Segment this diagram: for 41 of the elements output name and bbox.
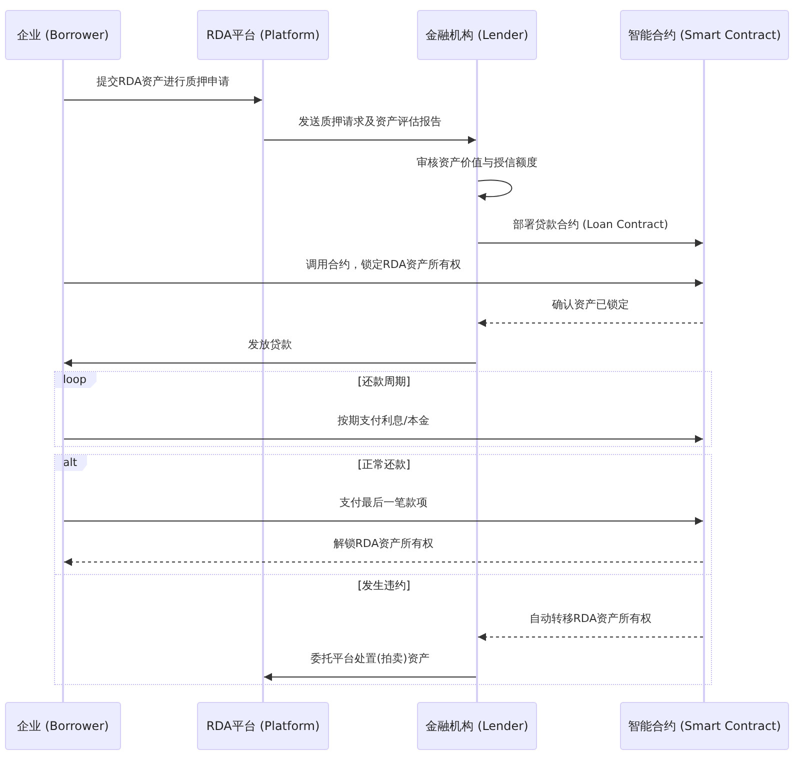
message-arrow <box>64 558 704 566</box>
message-arrow <box>264 673 476 681</box>
message-arrow <box>64 279 704 287</box>
fragment-tab: loop <box>55 372 96 388</box>
lifeline <box>262 60 264 702</box>
message-label: 部署贷款合约 (Loan Contract) <box>512 217 668 232</box>
message-label: 审核资产价值与授信额度 <box>416 155 538 170</box>
lifeline <box>62 60 64 702</box>
message-label: 确认资产已锁定 <box>552 297 629 312</box>
actor-box: RDA平台 (Platform) <box>197 702 329 750</box>
message-label: 委托平台处置(拍卖)资产 <box>310 651 430 666</box>
self-message-arrow <box>478 180 512 200</box>
message-arrow <box>64 435 704 443</box>
message-arrow <box>264 136 476 144</box>
message-label: 调用合约，锁定RDA资产所有权 <box>306 257 462 272</box>
message-label: 解锁RDA资产所有权 <box>333 536 434 551</box>
message-arrow <box>64 359 476 367</box>
message-arrow <box>478 633 704 641</box>
guard-condition: [还款周期] <box>358 374 410 389</box>
guard-condition: [正常还款] <box>358 457 410 472</box>
actor-box: RDA平台 (Platform) <box>197 10 329 60</box>
message-label: 提交RDA资产进行质押申请 <box>96 74 230 89</box>
actor-box: 金融机构 (Lender) <box>417 702 537 750</box>
message-label: 自动转移RDA资产所有权 <box>529 611 652 626</box>
actor-box: 智能合约 (Smart Contract) <box>620 702 789 750</box>
actor-box: 企业 (Borrower) <box>5 702 121 750</box>
message-arrow <box>64 96 262 104</box>
actor-box: 智能合约 (Smart Contract) <box>620 10 789 60</box>
message-label: 支付最后一笔款项 <box>340 495 428 510</box>
message-arrow <box>478 239 704 247</box>
actor-box: 企业 (Borrower) <box>5 10 121 60</box>
message-label: 按期支付利息/本金 <box>338 413 430 428</box>
actor-box: 金融机构 (Lender) <box>417 10 537 60</box>
message-arrow <box>478 319 704 327</box>
message-label: 发放贷款 <box>248 337 292 352</box>
message-arrow <box>64 517 704 525</box>
lifeline <box>476 60 478 702</box>
guard-condition: [发生违约] <box>358 578 410 593</box>
message-label: 发送质押请求及资产评估报告 <box>298 114 442 129</box>
fragment-tab: alt <box>55 455 88 471</box>
lifeline <box>703 60 705 702</box>
